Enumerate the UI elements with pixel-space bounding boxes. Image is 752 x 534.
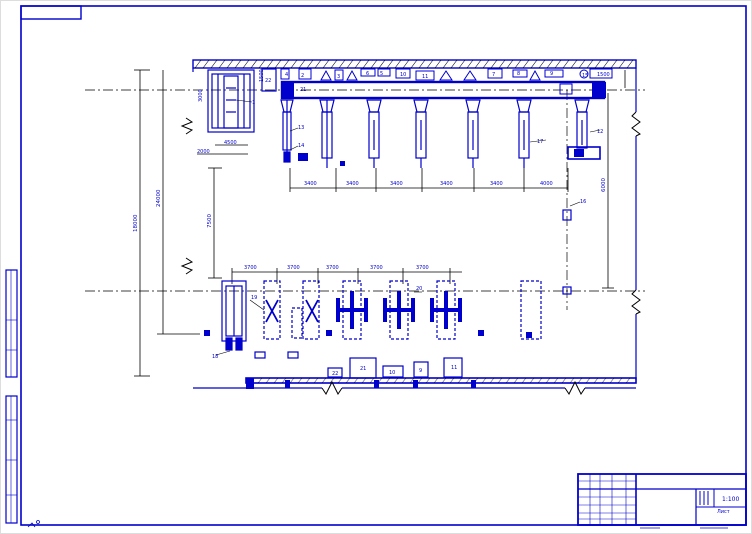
callout-leaders	[215, 99, 601, 356]
callout: 14	[298, 143, 304, 149]
control-cabinet	[567, 146, 601, 160]
bottom-box-label: 9	[419, 368, 422, 374]
dim-top-offset-a: 3000	[198, 89, 204, 102]
callout: 6	[366, 71, 369, 77]
callout: 19	[251, 295, 257, 301]
top-wall	[192, 59, 637, 69]
title-block	[577, 473, 747, 526]
page-corner-marks	[27, 520, 728, 529]
top-left-stamp	[20, 5, 82, 20]
dimension-lines	[134, 69, 626, 377]
callout: 21	[300, 87, 306, 93]
callout: 8	[517, 71, 520, 77]
callout: 5	[380, 71, 383, 77]
pitch-label: 3400	[304, 181, 317, 187]
pitch-label: 3400	[346, 181, 359, 187]
inner-frame	[20, 5, 747, 526]
pitch-label: 3700	[370, 265, 383, 271]
left-binding-strip	[5, 269, 18, 524]
callout: 7	[492, 72, 495, 78]
callout: 20	[416, 286, 422, 292]
axis-lines	[85, 89, 645, 310]
hoist-posts	[280, 99, 590, 168]
floor-markers	[204, 330, 532, 338]
callout: 22	[265, 78, 271, 84]
dim-col-width: 4500	[224, 140, 237, 146]
callout: 11	[422, 74, 428, 80]
bottom-box-label: 22	[332, 371, 338, 377]
top-pitch-labels: 3400 3400 3400 3400 3400 4000	[304, 181, 553, 187]
callout: 2	[301, 73, 304, 79]
dim-right-height: 6000	[601, 178, 607, 192]
pitch-label: 3700	[244, 265, 257, 271]
callout: 4	[285, 72, 288, 78]
bottom-equipment	[327, 357, 463, 379]
callout: 18	[212, 354, 218, 360]
callout: 12	[597, 129, 603, 135]
plan-walls	[192, 68, 637, 389]
axle-stands	[336, 291, 462, 329]
dim-right-top: 1500	[597, 72, 610, 78]
small-unit	[340, 161, 345, 166]
bottom-box-label: 11	[451, 365, 457, 371]
pitch-label: 3400	[490, 181, 503, 187]
storage-rack	[207, 69, 255, 133]
cabinet-core	[574, 149, 584, 157]
pitch-label: 3700	[326, 265, 339, 271]
callout: 9	[550, 71, 553, 77]
callout: 17	[537, 139, 543, 145]
overhead-rail	[261, 68, 606, 100]
sheet-label: Лист	[717, 509, 730, 515]
dim-wall-gap: 7500	[207, 214, 213, 228]
small-unit	[298, 153, 308, 161]
break-symbols	[180, 111, 641, 395]
pitch-label: 3700	[287, 265, 300, 271]
callout: 1	[252, 100, 255, 106]
callout: 13	[298, 125, 304, 131]
pitch-label: 3700	[416, 265, 429, 271]
callout: 10	[400, 72, 406, 78]
bottom-box-label: 21	[360, 366, 366, 372]
wall-equipment-row	[280, 68, 613, 81]
callout: 16	[580, 199, 586, 205]
callout: 3	[337, 74, 340, 80]
bottom-box-label: 10	[389, 370, 395, 376]
pitch-label: 3400	[390, 181, 403, 187]
small-boxes	[254, 351, 299, 359]
dim-bay-width: 2000	[197, 149, 210, 155]
callout: 15	[582, 73, 588, 79]
wall-panel	[562, 209, 572, 221]
floor-marker	[562, 286, 572, 295]
dim-span-total: 18000	[133, 214, 139, 232]
sheet-scale: 1:100	[722, 496, 739, 503]
bottom-wall	[245, 377, 637, 389]
pitch-label: 3400	[440, 181, 453, 187]
pitch-label: 4000	[540, 181, 553, 187]
cross-stands	[265, 299, 319, 323]
bottom-pitch-labels: 3700 3700 3700 3700 3700	[244, 265, 429, 271]
dim-span-left: 24000	[156, 189, 162, 207]
